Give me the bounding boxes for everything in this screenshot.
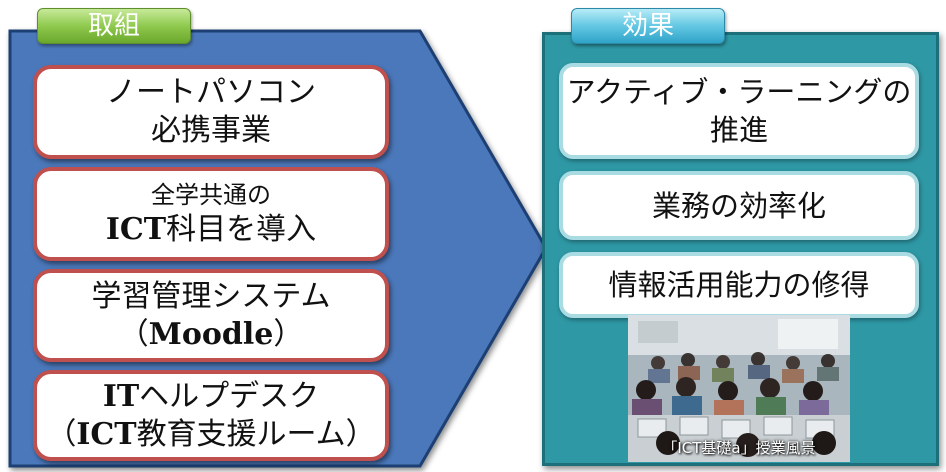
torikumi-box-laptop: ノートパソコン 必携事業 [33,65,389,159]
box-text: ヘルプデスク [139,378,320,414]
open-paren: （ [118,316,149,352]
box-text-line: ノートパソコン [106,75,316,110]
box-text-line: ICT科目を導入 [106,211,316,249]
latin-term: IT [102,378,140,414]
box-text-line: 業務の効率化 [651,188,826,223]
box-text-line: アクティブ・ラーニングの [566,75,912,109]
box-text-line: （ICT教育支援ルーム） [46,416,375,454]
latin-term: Moodle [148,316,274,352]
box-text-line: 学習管理システム [91,278,331,314]
close-paren: ） [273,316,304,352]
classroom-photo: 「ICT基礎a」授業風景 [628,315,850,462]
open-paren: （ [46,416,77,452]
box-text: 科目を導入 [166,212,317,247]
photo-caption: 「ICT基礎a」授業風景 [662,439,816,457]
latin-term: ICT [105,212,167,247]
torikumi-box-helpdesk: ITヘルプデスク （ICT教育支援ルーム） [33,370,389,461]
torikumi-box-ict-course: 全学共通の ICT科目を導入 [33,167,389,261]
kouka-box-info-literacy: 情報活用能力の修得 [559,252,919,318]
kouka-box-active-learning: アクティブ・ラーニングの 推進 [559,63,919,159]
latin-term: ICT [76,416,137,452]
kouka-box-efficiency: 業務の効率化 [559,171,919,240]
tab-kouka: 効果 [571,8,725,44]
box-text-line: 情報活用能力の修得 [608,268,870,302]
box-text-line: ITヘルプデスク [103,378,319,416]
box-text-line: 必携事業 [151,113,271,148]
classroom-photo-illustration [628,315,850,462]
box-text-line: （Moodle） [119,316,304,354]
torikumi-box-lms: 学習管理システム （Moodle） [33,269,389,362]
box-text: 教育支援ルーム） [136,416,376,452]
box-text-line: 推進 [709,113,768,147]
tab-torikumi: 取組 [37,8,191,44]
box-text-line: 全学共通の [151,181,271,209]
